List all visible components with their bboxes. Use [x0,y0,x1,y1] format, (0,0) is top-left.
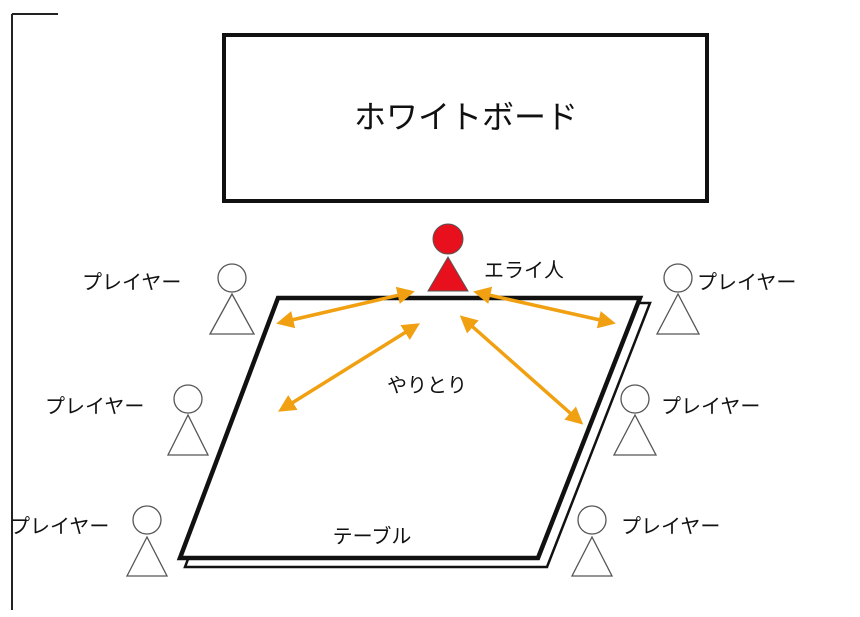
arrow-leader-right-middle [459,315,584,425]
player-left-middle: プレイヤー [45,384,210,456]
whiteboard-label: ホワイトボード [354,98,578,136]
table-label: テーブル [333,524,412,548]
player-head [217,263,247,293]
arrow-leader-left-top [276,286,415,329]
interaction-arrows [276,286,616,425]
player-right-middle: プレイヤー [612,384,760,456]
player-head [173,384,203,414]
player-body [570,535,614,577]
player-label: プレイヤー [10,514,109,538]
arrow-leader-left-middle [278,323,420,412]
table [176,295,644,561]
player-left-bottom: プレイヤー [10,505,169,577]
player-label: プレイヤー [697,270,796,294]
player-left-top: プレイヤー [82,263,256,335]
leader-label: エライ人 [484,258,564,282]
player-body [125,535,169,577]
player-head [132,505,162,535]
leader-body [427,256,469,292]
player-label: プレイヤー [661,394,760,418]
whiteboard [222,33,709,203]
player-head [577,505,607,535]
player-body [166,413,210,456]
player-label: プレイヤー [45,394,144,418]
player-body [208,292,256,335]
player-label: プレイヤー [82,270,181,294]
interaction-label: やりとり [387,373,467,397]
player-body [612,413,658,456]
player-right-top: プレイヤー [655,263,796,335]
player-right-bottom: プレイヤー [570,505,720,577]
leader-head [432,223,464,255]
player-head [663,263,693,293]
arrow-leader-right-top [473,286,616,329]
player-head [620,384,650,414]
player-body [655,292,701,335]
player-label: プレイヤー [621,514,720,538]
